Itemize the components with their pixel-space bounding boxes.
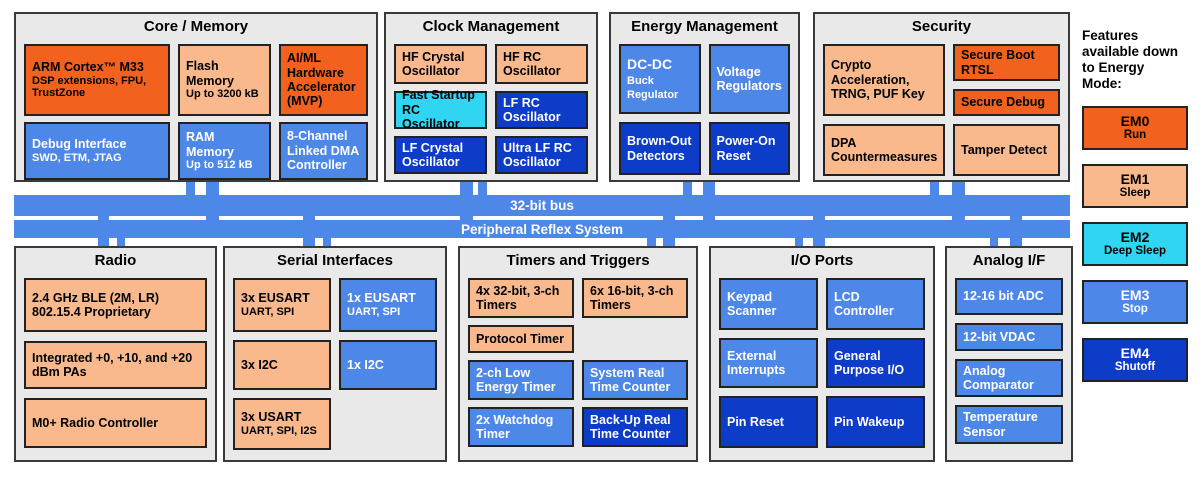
block-3x-eusart: 3x EUSART UART, SPI [233,278,331,332]
bus-connector [647,230,656,246]
bus-connector [117,230,125,246]
bus-connector [930,182,939,198]
block-pin-reset: Pin Reset [719,396,818,448]
block-lcd-controller: LCD Controller [826,278,925,330]
section-core-memory: Core / Memory ARM Cortex™ M33 DSP extens… [14,12,378,182]
legend-em4-shutoff: EM4 Shutoff [1082,337,1188,382]
block-protocol-timer: Protocol Timer [468,325,574,353]
block-lf-crystal-oscillator: LF Crystal Oscillator [394,136,487,174]
section-radio: Radio 2.4 GHz BLE (2M, LR) 802.15.4 Prop… [14,246,217,462]
block-ram-memory: RAM Memory Up to 512 kB [178,122,271,180]
section-title-radio: Radio [94,252,137,269]
block-system-rtc: System Real Time Counter [582,360,688,400]
bus-connector [478,182,487,198]
block-voltage-regulators: Voltage Regulators [708,44,790,114]
block-lf-rc-oscillator: LF RC Oscillator [495,91,588,129]
block-low-energy-timer: 2-ch Low Energy Timer [468,360,574,400]
block-dpa-countermeasures: DPA Countermeasures [823,124,945,176]
block-1x-i2c: 1x I2C [339,340,437,390]
block-hf-rc-oscillator: HF RC Oscillator [495,44,588,84]
block-arm-cortex-m33: ARM Cortex™ M33 DSP extensions, FPU, Tru… [24,44,170,116]
block-crypto-acceleration: Crypto Acceleration, TRNG, PUF Key [823,44,945,116]
section-title-serial-interfaces: Serial Interfaces [277,252,393,269]
analog-grid: 12-16 bit ADC 12-bit VDAC Analog Compara… [947,278,1071,444]
block-3x-usart: 3x USART UART, SPI, I2S [233,398,331,450]
section-security: Security Crypto Acceleration, TRNG, PUF … [813,12,1070,182]
block-m0-radio-controller: M0+ Radio Controller [24,398,207,448]
block-hf-crystal-oscillator: HF Crystal Oscillator [394,44,487,84]
section-timers-triggers: Timers and Triggers 4x 32-bit, 3-ch Time… [458,246,698,462]
block-debug-interface: Debug Interface SWD, ETM, JTAG [24,122,170,180]
timers-empty-cell [582,325,688,353]
io-grid: Keypad Scanner LCD Controller External I… [711,278,933,448]
legend-em3-stop: EM3 Stop [1082,279,1188,324]
bus-connector [323,230,331,246]
energy-mode-legend: Features available down to Energy Mode: … [1082,28,1188,382]
block-adc: 12-16 bit ADC [955,278,1063,315]
section-title-timers-triggers: Timers and Triggers [506,252,650,269]
block-dma-controller: 8-Channel Linked DMA Controller [279,122,368,180]
clock-grid: HF Crystal Oscillator HF RC Oscillator F… [386,44,596,174]
core-memory-grid: ARM Cortex™ M33 DSP extensions, FPU, Tru… [16,44,376,180]
security-left-column: Crypto Acceleration, TRNG, PUF Key DPA C… [823,44,945,176]
block-fast-startup-rc-oscillator: Fast Startup RC Oscillator [394,88,487,131]
section-io-ports: I/O Ports Keypad Scanner LCD Controller … [709,246,935,462]
bus-32bit-label: 32-bit bus [510,198,574,213]
bus-peripheral-reflex-system: Peripheral Reflex System [14,220,1070,238]
block-power-on-reset: Power-On Reset [708,122,790,175]
block-brown-out-detectors: Brown-Out Detectors [619,122,701,175]
block-3x-i2c: 3x I2C [233,340,331,390]
block-aiml-accelerator: AI/ML Hardware Accelerator (MVP) [279,44,368,116]
block-ble-radio: 2.4 GHz BLE (2M, LR) 802.15.4 Proprietar… [24,278,207,332]
block-backup-rtc: Back-Up Real Time Counter [582,407,688,447]
block-secure-debug: Secure Debug [953,89,1060,116]
section-title-security: Security [911,18,972,35]
block-1x-eusart: 1x EUSART UART, SPI [339,278,437,332]
section-energy-management: Energy Management DC-DC Buck Regulator V… [609,12,800,182]
block-vdac: 12-bit VDAC [955,323,1063,351]
bus-prs-label: Peripheral Reflex System [460,221,624,237]
section-title-energy-management: Energy Management [631,18,778,35]
section-clock-management: Clock Management HF Crystal Oscillator H… [384,12,598,182]
section-title-io-ports: I/O Ports [790,252,854,269]
block-integrated-pas: Integrated +0, +10, and +20 dBm PAs [24,341,207,389]
section-title-core-memory: Core / Memory [143,18,249,35]
legend-em1-sleep: EM1 Sleep [1082,163,1188,208]
block-ultra-lf-rc-oscillator: Ultra LF RC Oscillator [495,136,588,174]
timers-grid: 4x 32-bit, 3-ch Timers 6x 16-bit, 3-ch T… [460,278,696,447]
legend-heading: Features available down to Energy Mode: [1082,28,1179,91]
block-32bit-timers: 4x 32-bit, 3-ch Timers [468,278,574,318]
bus-connector [795,230,803,246]
block-tamper-detect: Tamper Detect [953,124,1060,176]
block-external-interrupts: External Interrupts [719,338,818,388]
section-analog-if: Analog I/F 12-16 bit ADC 12-bit VDAC Ana… [945,246,1073,462]
energy-grid: DC-DC Buck Regulator Voltage Regulators … [611,44,798,175]
security-columns: Crypto Acceleration, TRNG, PUF Key DPA C… [815,44,1068,176]
block-gpio: General Purpose I/O [826,338,925,388]
legend-em2-deep-sleep: EM2 Deep Sleep [1082,221,1188,266]
security-right-column: Secure Boot RTSL Secure Debug Tamper Det… [953,44,1060,176]
block-keypad-scanner: Keypad Scanner [719,278,818,330]
block-pin-wakeup: Pin Wakeup [826,396,925,448]
block-flash-memory: Flash Memory Up to 3200 kB [178,44,271,116]
legend-em0-run: EM0 Run [1082,105,1188,150]
bus-connector [990,230,998,246]
section-title-analog-if: Analog I/F [972,252,1046,269]
section-title-clock-management: Clock Management [422,18,560,35]
serial-empty-cell [339,398,437,450]
bus-connector [683,182,692,198]
block-temperature-sensor: Temperature Sensor [955,405,1063,444]
serial-grid: 3x EUSART UART, SPI 1x EUSART UART, SPI … [225,278,445,450]
radio-column: 2.4 GHz BLE (2M, LR) 802.15.4 Proprietar… [16,278,215,448]
block-dcdc-buck-regulator: DC-DC Buck Regulator [619,44,701,114]
bus-32bit: 32-bit bus [14,195,1070,216]
bus-connector [186,182,195,198]
block-analog-comparator: Analog Comparator [955,359,1063,397]
section-serial-interfaces: Serial Interfaces 3x EUSART UART, SPI 1x… [223,246,447,462]
block-16bit-timers: 6x 16-bit, 3-ch Timers [582,278,688,318]
block-watchdog-timer: 2x Watchdog Timer [468,407,574,447]
block-secure-boot-rtsl: Secure Boot RTSL [953,44,1060,81]
